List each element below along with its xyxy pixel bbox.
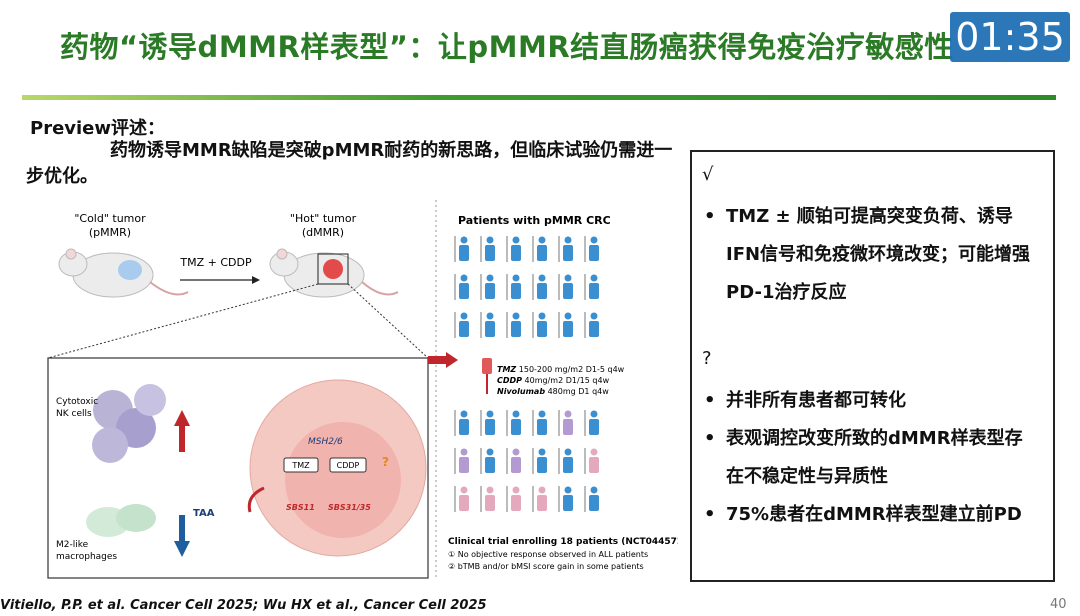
patient-icon: [559, 312, 573, 338]
patient-icon: [585, 486, 599, 512]
patient-icon: [533, 486, 547, 512]
patient-icon: [507, 274, 521, 300]
question-item: 75%患者在dMMR样表型建立前PD: [700, 496, 1040, 534]
slide-title: 药物“诱导dMMR样表型”：让pMMR结直肠癌获得免疫治疗敏感性: [60, 24, 960, 66]
cold-mouse-image: [59, 249, 188, 297]
question-list: 并非所有患者都可转化 表观调控改变所致的dMMR样表型存在不稳定性与异质性 75…: [700, 382, 1040, 534]
patient-icon: [507, 448, 521, 474]
patient-icon: [481, 486, 495, 512]
preview-heading: Preview评述：: [30, 114, 165, 140]
cold-tumor-sub: (pMMR): [89, 226, 131, 239]
patient-icon: [507, 486, 521, 512]
patient-icon: [533, 274, 547, 300]
hot-tumor-sub: (dMMR): [302, 226, 344, 239]
nk-label-1: Cytotoxic: [56, 397, 98, 407]
patient-icon: [559, 236, 573, 262]
patient-icon: [585, 448, 599, 474]
taa-label: TAA: [193, 508, 215, 519]
right-arrow-icon: [428, 352, 458, 368]
patient-icon: [455, 486, 469, 512]
page-number: 40: [1050, 597, 1067, 612]
patient-icon: [455, 448, 469, 474]
timer-badge: 01:35: [950, 12, 1070, 62]
patients-heading: Patients with pMMR CRC: [458, 214, 611, 227]
patient-icon: [481, 410, 495, 436]
patient-icon: [559, 486, 573, 512]
check-list: TMZ ± 顺铂可提高突变负荷、诱导IFN信号和免疫微环境改变；可能增强PD-1…: [700, 198, 1040, 312]
check-mark: √: [702, 164, 713, 185]
treatment-label: TMZ + CDDP: [179, 256, 252, 269]
summary-box: √ TMZ ± 顺铂可提高突变负荷、诱导IFN信号和免疫微环境改变；可能增强PD…: [690, 150, 1055, 582]
patient-icon: [559, 274, 573, 300]
patient-grid-after: [455, 410, 599, 512]
patient-icon: [533, 236, 547, 262]
title-divider: [22, 95, 1056, 100]
patient-icon: [481, 274, 495, 300]
patient-icon: [507, 410, 521, 436]
nucleus: [285, 422, 401, 538]
patient-icon: [455, 410, 469, 436]
regimen-3: Nivolumab 480mg D1 q4w: [497, 387, 609, 396]
nk-label-2: NK cells: [56, 409, 92, 419]
question-mark: ?: [702, 348, 712, 369]
patient-icon: [559, 448, 573, 474]
hot-tumor-label: "Hot" tumor: [290, 212, 357, 225]
mechanism-figure: "Cold" tumor (pMMR) TMZ + CDDP "Hot" tum…: [38, 200, 678, 580]
cold-tumor-label: "Cold" tumor: [74, 212, 146, 225]
regimen-2: CDDP 40mg/m2 D1/15 q4w: [497, 376, 610, 385]
patient-icon: [481, 236, 495, 262]
regimen-1: TMZ 150-200 mg/m2 D1-5 q4w: [497, 365, 625, 374]
patient-icon: [455, 312, 469, 338]
question-item: 并非所有患者都可转化: [700, 382, 1040, 420]
patient-icon: [533, 448, 547, 474]
patient-icon: [455, 274, 469, 300]
patient-icon: [559, 410, 573, 436]
treatment-arrow-head: [252, 276, 260, 284]
patient-icon: [507, 312, 521, 338]
patient-icon: [585, 410, 599, 436]
patient-icon: [585, 236, 599, 262]
patient-icon: [533, 410, 547, 436]
patient-grid-before: [455, 236, 599, 338]
sbs11-label: SBS11: [286, 503, 315, 512]
patient-icon: [507, 236, 521, 262]
patient-icon: [533, 312, 547, 338]
patient-icon: [585, 312, 599, 338]
question-label: ?: [382, 455, 389, 469]
question-item: 表观调控改变所致的dMMR样表型存在不稳定性与异质性: [700, 420, 1040, 496]
patient-icon: [481, 448, 495, 474]
mac-label-2: macrophages: [56, 552, 117, 562]
tmz-box-label: TMZ: [291, 461, 310, 470]
hot-mouse-image: [270, 249, 398, 297]
patient-icon: [481, 312, 495, 338]
trial-note-1: ① No objective response observed in ALL …: [448, 550, 648, 559]
sbs31-label: SBS31/35: [328, 503, 371, 512]
patient-icon: [585, 274, 599, 300]
iv-bag-icon: [482, 358, 492, 394]
citation: Vitiello, P.P. et al. Cancer Cell 2025; …: [0, 598, 487, 613]
trial-note-2: ② bTMB and/or bMSI score gain in some pa…: [448, 562, 644, 571]
cddp-box-label: CDDP: [337, 461, 360, 470]
msh-label: MSH2/6: [308, 437, 343, 447]
mac-label-1: M2-like: [56, 540, 89, 550]
trial-heading: Clinical trial enrolling 18 patients (NC…: [448, 537, 678, 547]
check-item: TMZ ± 顺铂可提高突变负荷、诱导IFN信号和免疫微环境改变；可能增强PD-1…: [700, 198, 1040, 312]
preview-text: 药物诱导MMR缺陷是突破pMMR耐药的新思路，但临床试验仍需进一步优化。: [26, 138, 686, 190]
patient-icon: [455, 236, 469, 262]
